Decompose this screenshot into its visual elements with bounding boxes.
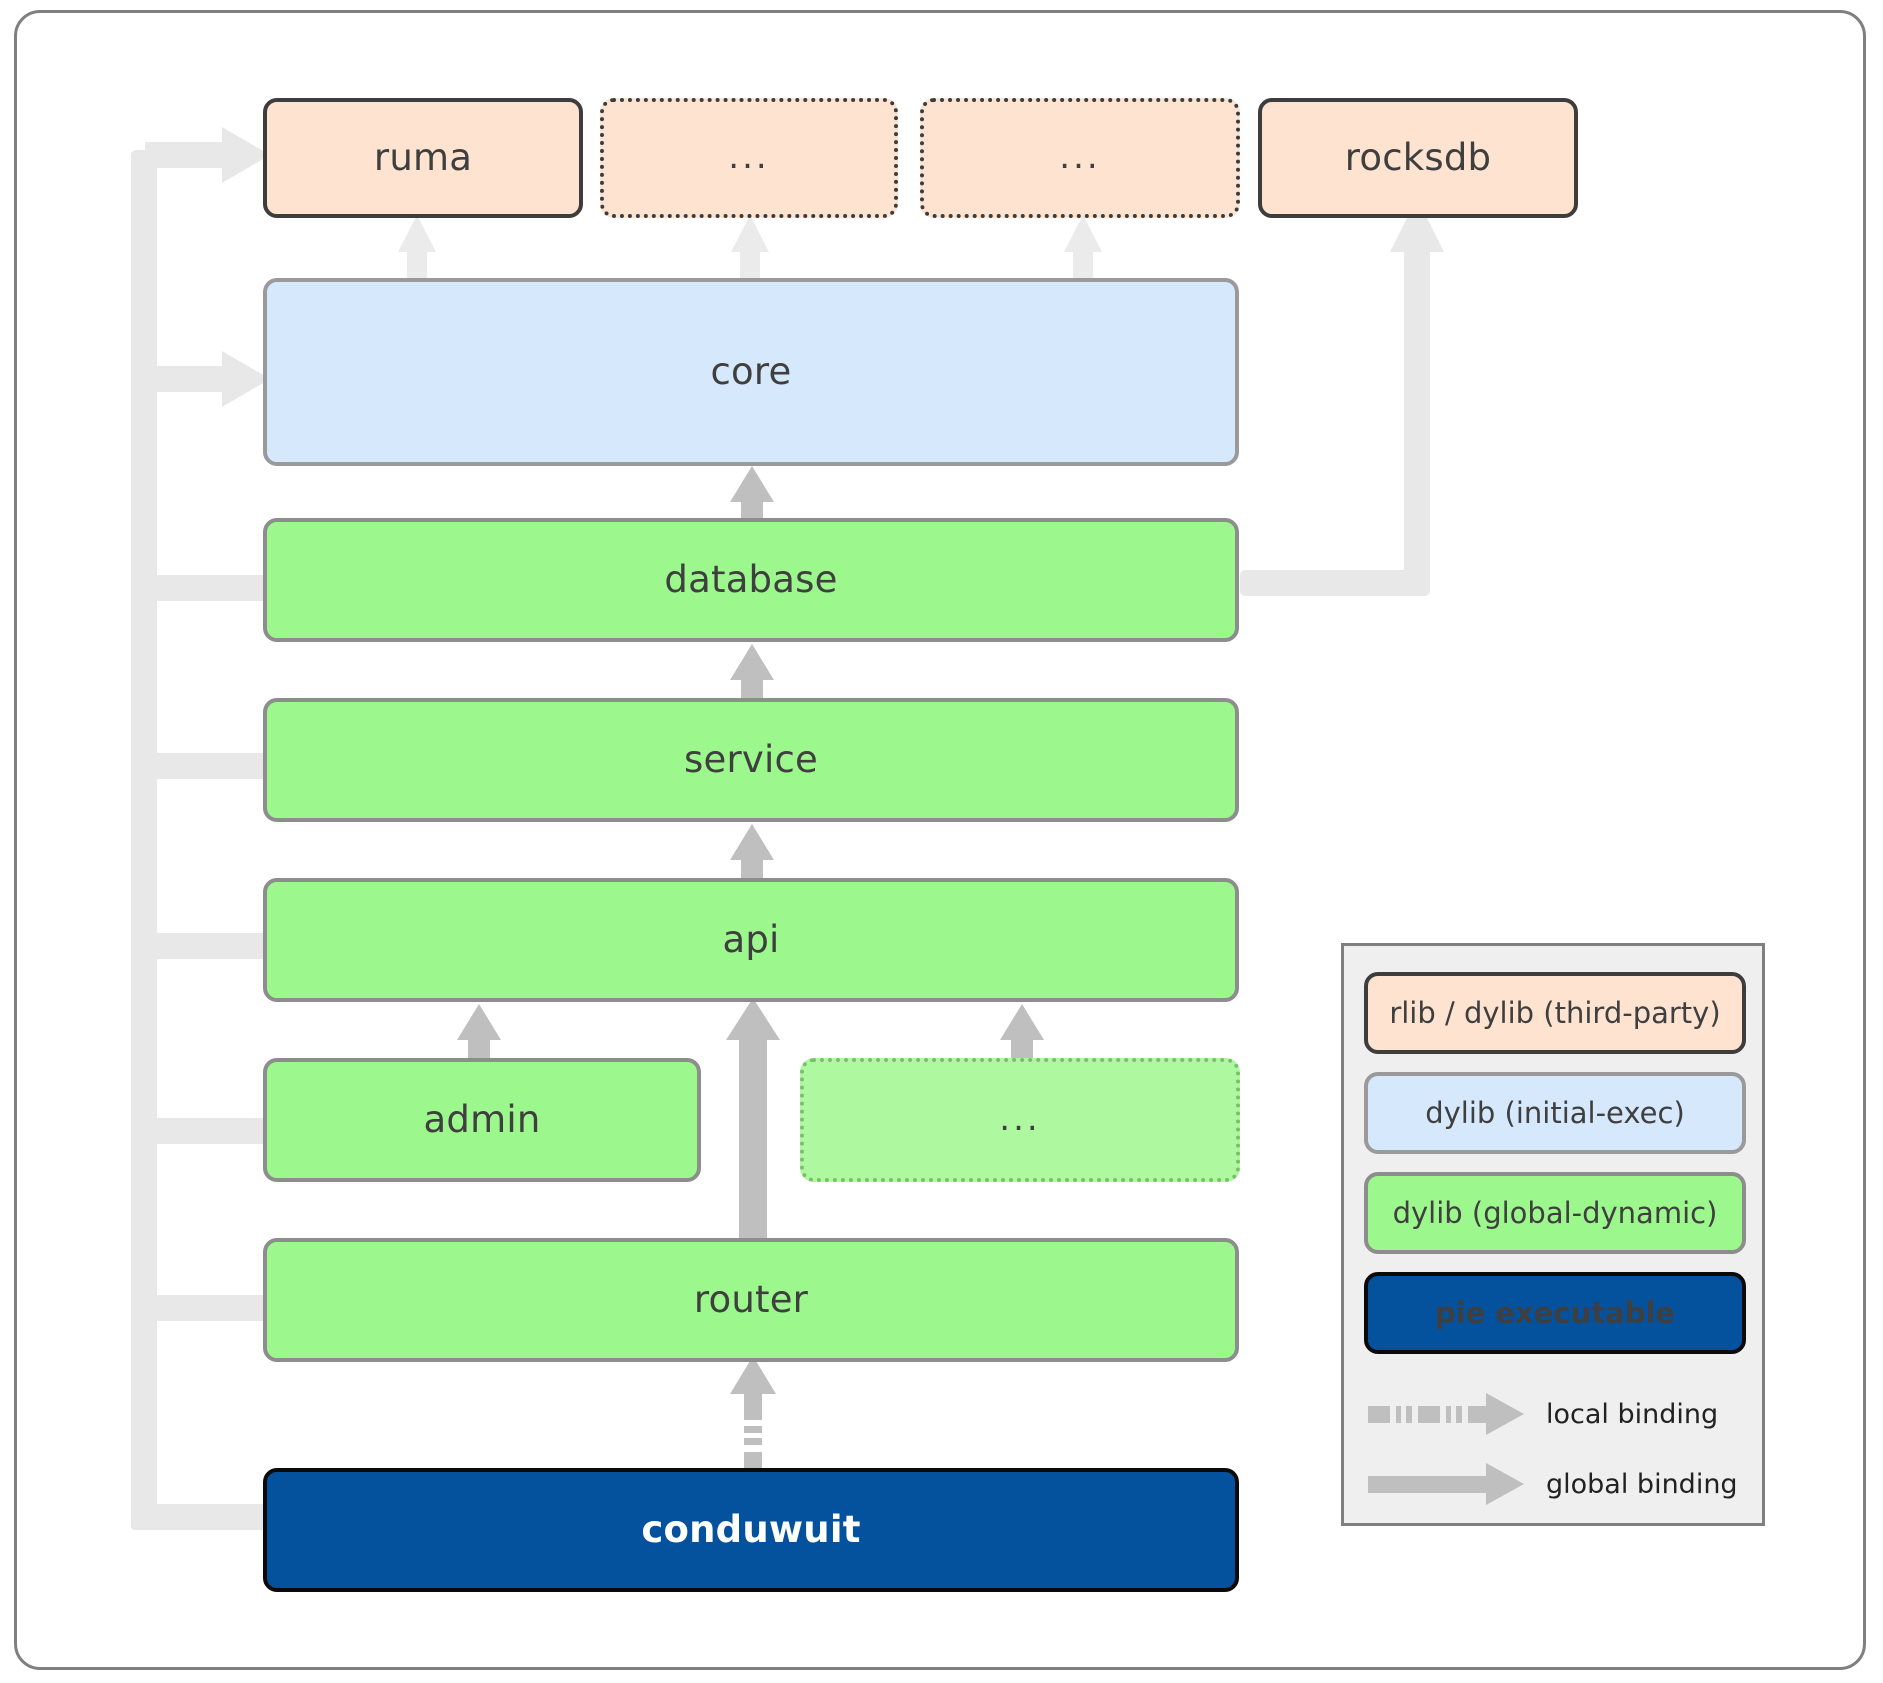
node-conduwuit[interactable]: conduwuit <box>263 1468 1239 1592</box>
node-global-dynamic-ellipsis[interactable]: ... <box>800 1058 1240 1182</box>
legend-swatch-initial-exec: dylib (initial-exec) <box>1364 1072 1746 1154</box>
legend-binding-local-label: local binding <box>1546 1398 1719 1430</box>
legend-binding-global-label: global binding <box>1546 1468 1738 1500</box>
legend-swatch-third-party: rlib / dylib (third-party) <box>1364 972 1746 1054</box>
legend-binding-global: global binding <box>1364 1454 1746 1514</box>
node-service[interactable]: service <box>263 698 1239 822</box>
node-admin[interactable]: admin <box>263 1058 701 1182</box>
legend-binding-local: local binding <box>1364 1384 1746 1444</box>
node-rocksdb[interactable]: rocksdb <box>1258 98 1578 218</box>
legend-panel: rlib / dylib (third-party) dylib (initia… <box>1341 943 1765 1526</box>
legend-swatch-global-dynamic: dylib (global-dynamic) <box>1364 1172 1746 1254</box>
node-core[interactable]: core <box>263 278 1239 466</box>
node-database[interactable]: database <box>263 518 1239 642</box>
legend-swatch-pie: pie executable <box>1364 1272 1746 1354</box>
node-api[interactable]: api <box>263 878 1239 1002</box>
local-binding-arrow-icon <box>1368 1393 1524 1435</box>
global-binding-arrow-icon <box>1368 1463 1524 1505</box>
node-ruma[interactable]: ruma <box>263 98 583 218</box>
node-router[interactable]: router <box>263 1238 1239 1362</box>
node-third-party-ellipsis-1[interactable]: ... <box>600 98 898 218</box>
node-third-party-ellipsis-2[interactable]: ... <box>920 98 1240 218</box>
